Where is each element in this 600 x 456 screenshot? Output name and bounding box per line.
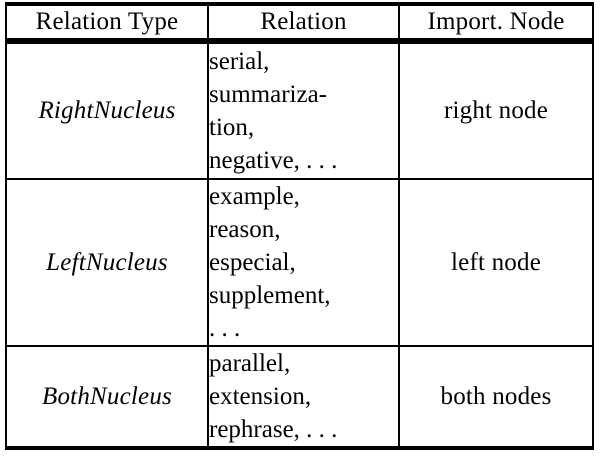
relation-line: extension, [209, 383, 312, 410]
cell-important-node-rightnucleus: right node [397, 44, 595, 179]
column-header-important-node: Import. Node [397, 6, 595, 39]
cell-relation-type-leftnucleus: LeftNucleus [5, 178, 209, 346]
table-row: RightNucleus serial, summariza- tion, ne… [5, 44, 595, 179]
cell-important-node-leftnucleus: left node [397, 178, 595, 346]
table-header-row: Relation Type Relation Import. Node [5, 6, 595, 39]
cell-relation-type-rightnucleus: RightNucleus [5, 44, 209, 179]
table-header-thin-rule [4, 38, 595, 42]
column-header-relation-type: Relation Type [5, 6, 209, 39]
relation-line: summariza- [209, 81, 328, 108]
relation-line: parallel, [209, 350, 291, 377]
relation-line: reason, [209, 216, 281, 243]
cell-relation-list-rightnucleus: serial, summariza- tion, negative, . . . [207, 44, 400, 179]
relation-line: supplement, [209, 282, 331, 309]
relation-line: serial, [209, 48, 270, 75]
cell-relation-list-leftnucleus: example, reason, especial, supplement, .… [207, 178, 400, 346]
relation-line: especial, [209, 249, 296, 276]
relation-type-table: Relation Type Relation Import. Node Righ… [4, 2, 595, 450]
cell-relation-type-bothnucleus: BothNucleus [5, 345, 209, 448]
cell-important-node-bothnucleus: both nodes [397, 345, 595, 448]
table-row: LeftNucleus example, reason, especial, s… [5, 178, 595, 346]
relation-line: rephrase, . . . [209, 416, 338, 443]
table-bottom-rule [4, 446, 595, 450]
relation-line: . . . [209, 315, 241, 342]
relation-type-table-container: Relation Type Relation Import. Node Righ… [4, 2, 595, 450]
relation-line: tion, [209, 114, 255, 141]
cell-relation-list-bothnucleus: parallel, extension, rephrase, . . . [207, 345, 400, 448]
relation-line: negative, . . . [209, 147, 338, 174]
table-row: BothNucleus parallel, extension, rephras… [5, 345, 595, 448]
relation-line: example, [209, 183, 300, 210]
column-header-relation: Relation [207, 6, 400, 39]
